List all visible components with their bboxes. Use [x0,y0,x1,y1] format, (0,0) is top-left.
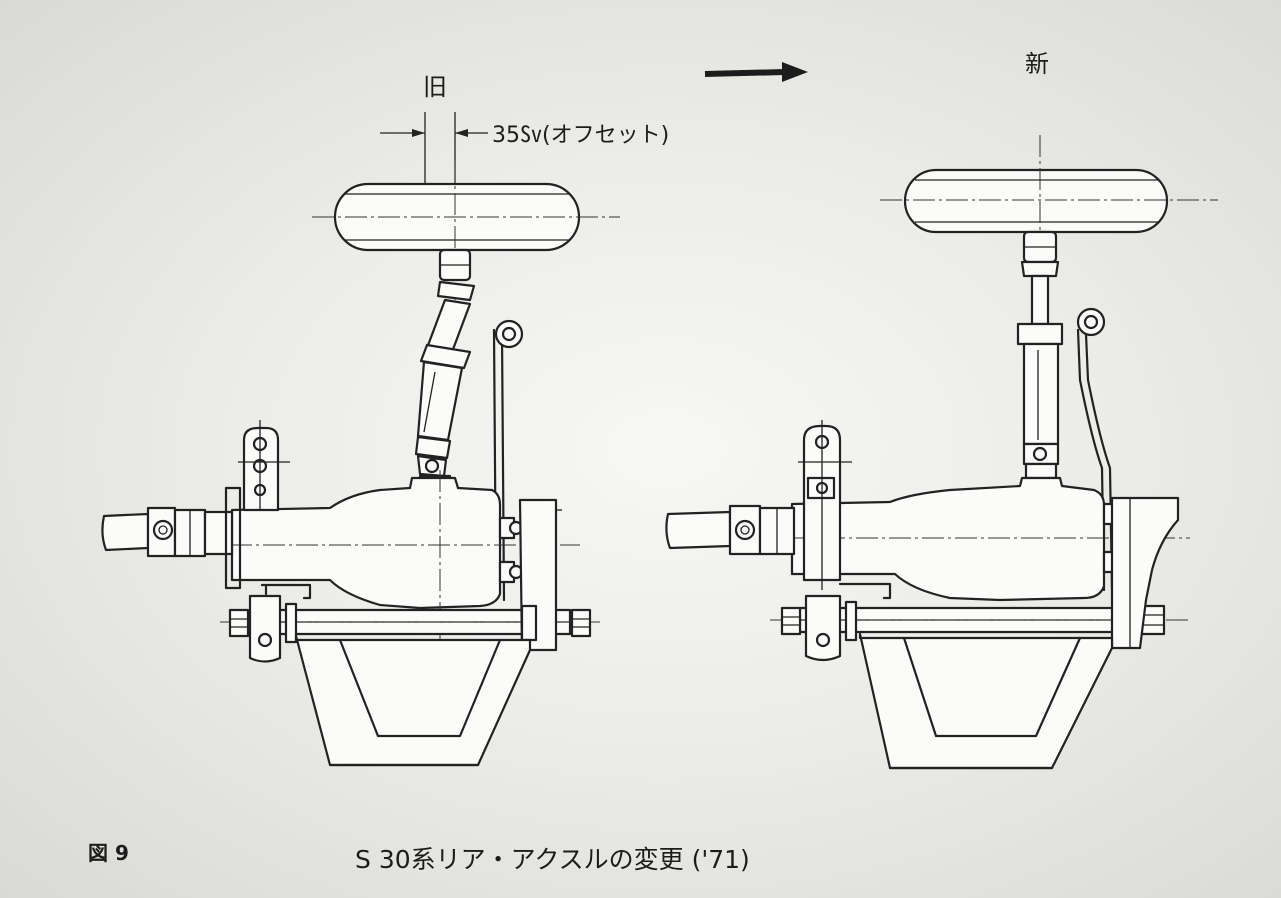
figure-caption: S 30系リア・アクスルの変更 ('71) [355,845,750,874]
old-housing [230,476,502,610]
offset-dimension: 35㏜(オフセット) [380,112,669,200]
figure-number: 図 9 [88,841,129,865]
old-assembly [101,160,620,767]
label-new: 新 [1025,50,1049,78]
label-old: 旧 [423,73,447,101]
offset-label: 35㏜(オフセット) [492,123,669,148]
new-assembly [665,135,1218,770]
change-arrow-icon [704,62,808,82]
new-wheel [903,168,1169,234]
